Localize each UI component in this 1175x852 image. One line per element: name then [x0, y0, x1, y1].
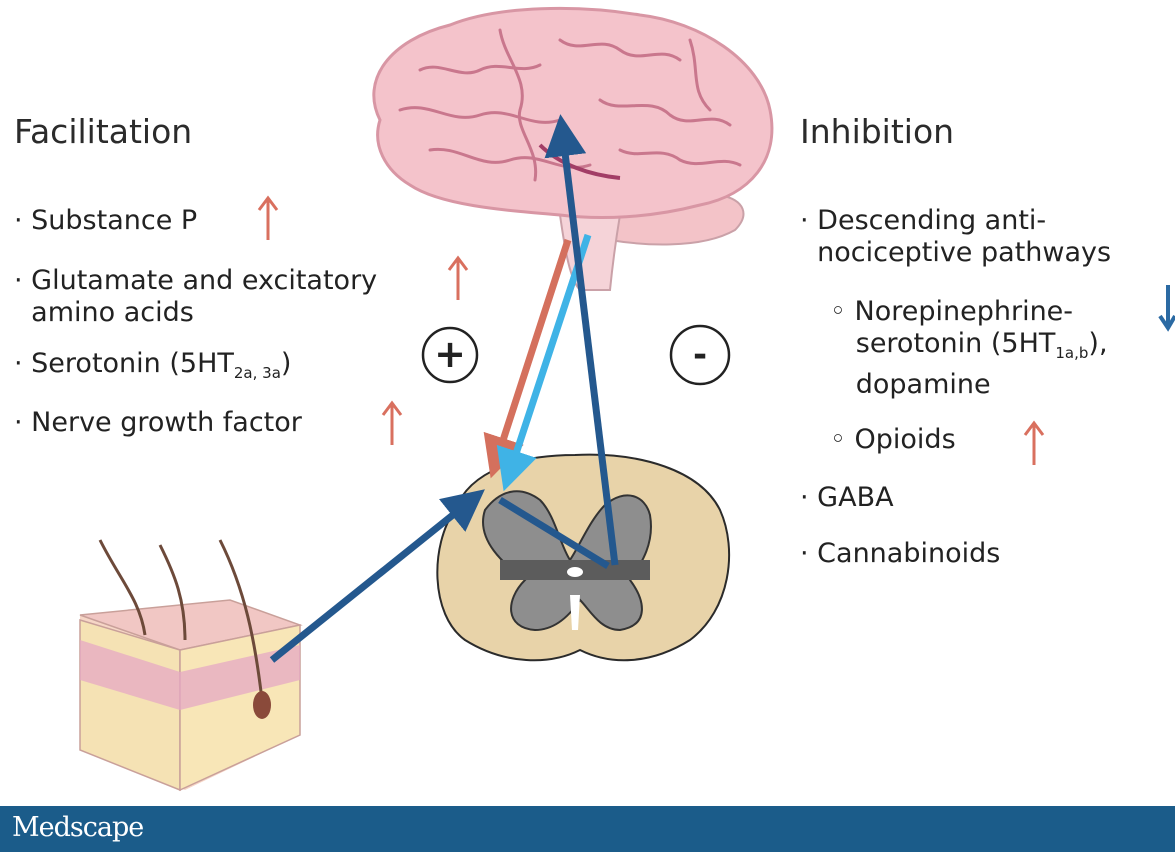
- inhibition-heading: Inhibition: [800, 112, 954, 151]
- list-item-serotonin: · Serotonin (5HT2a, 3a): [14, 348, 291, 389]
- facilitation-heading: Facilitation: [14, 112, 192, 151]
- spinal-cord-illustration: [437, 455, 729, 661]
- footer-bar: Medscape: [0, 806, 1175, 852]
- list-item-opioids: ◦ Opioids: [830, 424, 956, 456]
- list-item-cannabinoids: · Cannabinoids: [800, 538, 1000, 570]
- list-item-norepinephrine: ◦ Norepinephrine- serotonin (5HT1a,b), d…: [830, 296, 1108, 401]
- up-arrow-icon: [383, 403, 401, 445]
- facilitation-sign: +: [423, 328, 477, 382]
- list-item-gaba: · GABA: [800, 482, 894, 514]
- up-arrow-icon: [1025, 423, 1043, 465]
- brain-illustration: [374, 8, 772, 290]
- inhibition-sign: -: [671, 326, 729, 384]
- up-arrow-icon: [449, 258, 467, 300]
- medscape-logo: Medscape: [12, 812, 143, 843]
- list-item-descending-pathways: · Descending anti- nociceptive pathways: [800, 205, 1111, 269]
- descending-facilitation-arrow: [495, 240, 568, 465]
- list-item-nerve-growth-factor: · Nerve growth factor: [14, 407, 302, 439]
- skin-illustration: [80, 540, 300, 790]
- minus-sign: -: [693, 335, 707, 375]
- plus-sign: +: [434, 332, 466, 376]
- list-item-substance-p: · Substance P: [14, 205, 197, 237]
- list-item-glutamate: · Glutamate and excitatory amino acids: [14, 265, 377, 329]
- up-arrow-icon: [259, 198, 277, 240]
- down-arrow-icon: [1160, 285, 1175, 328]
